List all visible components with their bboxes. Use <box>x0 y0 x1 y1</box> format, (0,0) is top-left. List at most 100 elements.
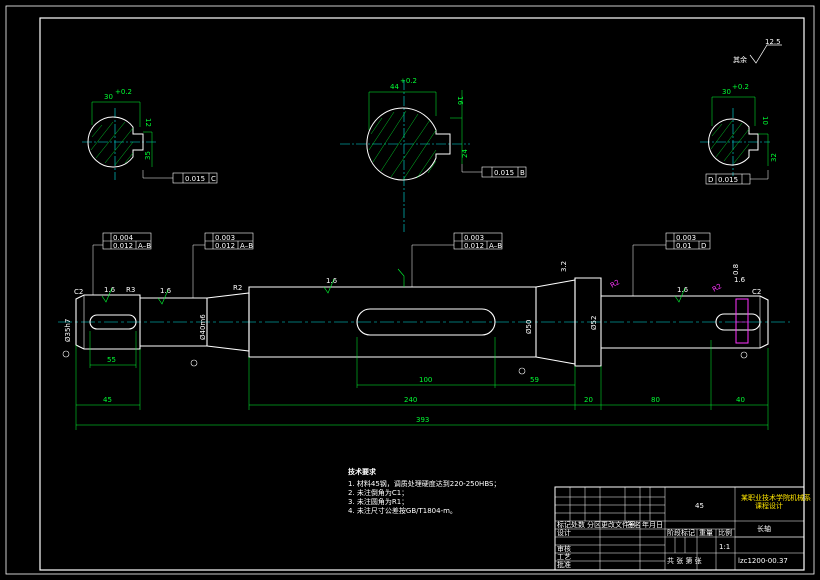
shaft-tol-frame-1: 0.004 0.012 A–B <box>92 232 152 295</box>
section-middle: 44 +0.2 16 24 0.015 B <box>340 77 527 232</box>
outer-frame <box>5 5 815 575</box>
shaft-tol-4-row1: 0.003 <box>676 234 696 242</box>
shaft-dimensions: 55 45 100 59 240 20 80 40 393 <box>75 331 769 430</box>
section-left-tol-datum: C <box>211 175 216 183</box>
dim-keyway-offset: 59 <box>530 376 539 384</box>
tb-stage-2: 重量 <box>699 529 713 537</box>
tb-row-label-2: 处数 <box>571 520 585 529</box>
roughness-mark-4: 1.6 <box>677 286 689 294</box>
diameter-mark-4: Ø52 <box>590 316 598 330</box>
roughness-mark-5: 1.6 <box>734 276 746 284</box>
section-right-tol-datum: D <box>708 176 713 184</box>
title-block: 45 某职业技术学院机械系 课程设计 长轴 lzc1200-00.37 标记 处… <box>554 486 811 571</box>
shaft-tol-frames: 0.004 0.012 A–B 0.003 0.012 A–B 0.003 0.… <box>92 232 711 298</box>
roughness-mark-7: 0.8 <box>732 264 740 275</box>
section-middle-tol-value: 0.015 <box>494 169 514 177</box>
notes-item-1: 1. 材料45钢，调质处理硬度达到220-250HBS； <box>348 479 500 488</box>
dim-left-seg: 45 <box>103 396 112 404</box>
tb-role-4: 批准 <box>557 560 571 569</box>
inner-frame <box>39 17 805 571</box>
roughness-mark-6: 3.2 <box>560 261 568 272</box>
shaft-tol-4-datum: D <box>701 242 706 250</box>
roughness-note-label: 其余 <box>733 55 747 64</box>
diameter-mark-1: Ø35h7 <box>64 319 72 342</box>
section-middle-width: 44 <box>390 83 399 91</box>
notes-item-2: 2. 未注倒角为C1； <box>348 488 408 497</box>
roughness-mark-1: 1.6 <box>104 286 116 294</box>
dim-keyway-middle: 100 <box>419 376 432 384</box>
section-left-width: 30 <box>104 93 113 101</box>
shaft-tol-2-row1: 0.003 <box>215 234 235 242</box>
section-middle-tol-frame <box>481 166 527 178</box>
shaft-surface-marks: C2 C2 R3 R2 R2 R2 1.6 1.6 1.6 1.6 1.6 3.… <box>64 261 761 342</box>
tb-sheet: 共 张 第 张 <box>667 556 702 565</box>
section-left-tol-value: 0.015 <box>185 175 205 183</box>
dim-collar: 20 <box>584 396 593 404</box>
shaft-tol-frame-2: 0.003 0.012 A–B <box>192 232 254 298</box>
section-middle-width-tol: +0.2 <box>400 77 417 85</box>
keyway-middle <box>356 308 496 336</box>
tb-role-3: 工艺 <box>557 553 571 561</box>
shaft-tol-1-row2: 0.012 <box>113 242 133 250</box>
notes-item-4: 4. 未注尺寸公差按GB/T1804-m。 <box>348 506 457 515</box>
tb-stage-1: 阶段标记 <box>667 528 695 537</box>
tb-role-1: 设计 <box>557 528 571 537</box>
tb-role-2: 审核 <box>557 544 571 553</box>
notes-item-3: 3. 未注圆角为R1； <box>348 497 408 506</box>
section-right-key: 10 <box>761 116 769 125</box>
diameter-mark-2: Ø40m6 <box>199 314 207 340</box>
radius-mark-1: R3 <box>126 286 135 294</box>
shaft-tol-frame-4: 0.003 0.01 D <box>632 232 711 296</box>
tb-part-name: 长轴 <box>757 524 771 533</box>
dim-keyway-left: 55 <box>107 356 116 364</box>
shaft-tol-3-row2: 0.012 <box>464 242 484 250</box>
section-right-depth: 32 <box>770 153 778 162</box>
technical-notes: 技术要求 1. 材料45钢，调质处理硬度达到220-250HBS； 2. 未注倒… <box>348 467 500 515</box>
tb-scale: 1:1 <box>719 543 730 551</box>
radius-mark-3: R2 <box>609 278 621 290</box>
tb-stage-3: 比例 <box>718 528 732 537</box>
roughness-mark-2: 1.6 <box>160 287 172 295</box>
section-right-tol-value: 0.015 <box>718 176 738 184</box>
tb-row-label-3: 分区 <box>587 520 601 529</box>
section-middle-key: 16 <box>456 96 464 105</box>
section-left-depth: 35 <box>144 151 152 160</box>
roughness-note: 其余 12.5 <box>733 38 782 64</box>
section-right-width-tol: +0.2 <box>732 83 749 91</box>
shaft-main-view <box>58 277 790 367</box>
dim-middle-seg: 240 <box>404 396 417 404</box>
section-right: 30 +0.2 10 32 D 0.015 <box>700 83 778 185</box>
datum-symbols <box>62 350 748 375</box>
tb-org-line1: 某职业技术学院机械系 <box>741 493 811 502</box>
shaft-tol-2-datum: A–B <box>240 242 253 250</box>
shaft-tol-1-row1: 0.004 <box>113 234 134 242</box>
section-left: 30 +0.2 12 35 0.015 C <box>82 88 218 184</box>
shaft-tol-frame-3: 0.003 0.012 A–B <box>411 232 503 287</box>
highlight-end-marker <box>735 298 749 344</box>
tb-row-label-6: 年月日 <box>642 520 663 529</box>
tb-row-label-5: 签名 <box>627 520 641 529</box>
chamfer-left: C2 <box>74 288 83 296</box>
section-left-key: 12 <box>144 118 152 127</box>
roughness-mark-3: 1.6 <box>326 277 338 285</box>
tb-row-label-4: 更改文件号 <box>601 520 636 529</box>
roughness-note-value: 12.5 <box>765 38 781 46</box>
chamfer-right: C2 <box>752 288 761 296</box>
shaft-tol-3-datum: A–B <box>489 242 502 250</box>
keyway-left <box>89 314 137 330</box>
tb-row-label-1: 标记 <box>557 520 571 529</box>
section-right-width: 30 <box>722 88 731 96</box>
radius-mark-4: R2 <box>711 282 723 294</box>
tb-drawing-no: lzc1200-00.37 <box>738 557 788 565</box>
section-left-width-tol: +0.2 <box>115 88 132 96</box>
section-middle-tol-datum: B <box>520 169 525 177</box>
shaft-tol-4-row2: 0.01 <box>676 242 692 250</box>
shaft-tol-1-datum: A–B <box>138 242 151 250</box>
shaft-tol-2-row2: 0.012 <box>215 242 235 250</box>
tb-material: 45 <box>695 502 704 510</box>
radius-mark-2: R2 <box>233 284 242 292</box>
tb-org-line2: 课程设计 <box>755 501 783 510</box>
section-middle-depth: 24 <box>461 149 469 158</box>
notes-title: 技术要求 <box>348 467 377 476</box>
diameter-mark-3: Ø50 <box>525 320 533 334</box>
